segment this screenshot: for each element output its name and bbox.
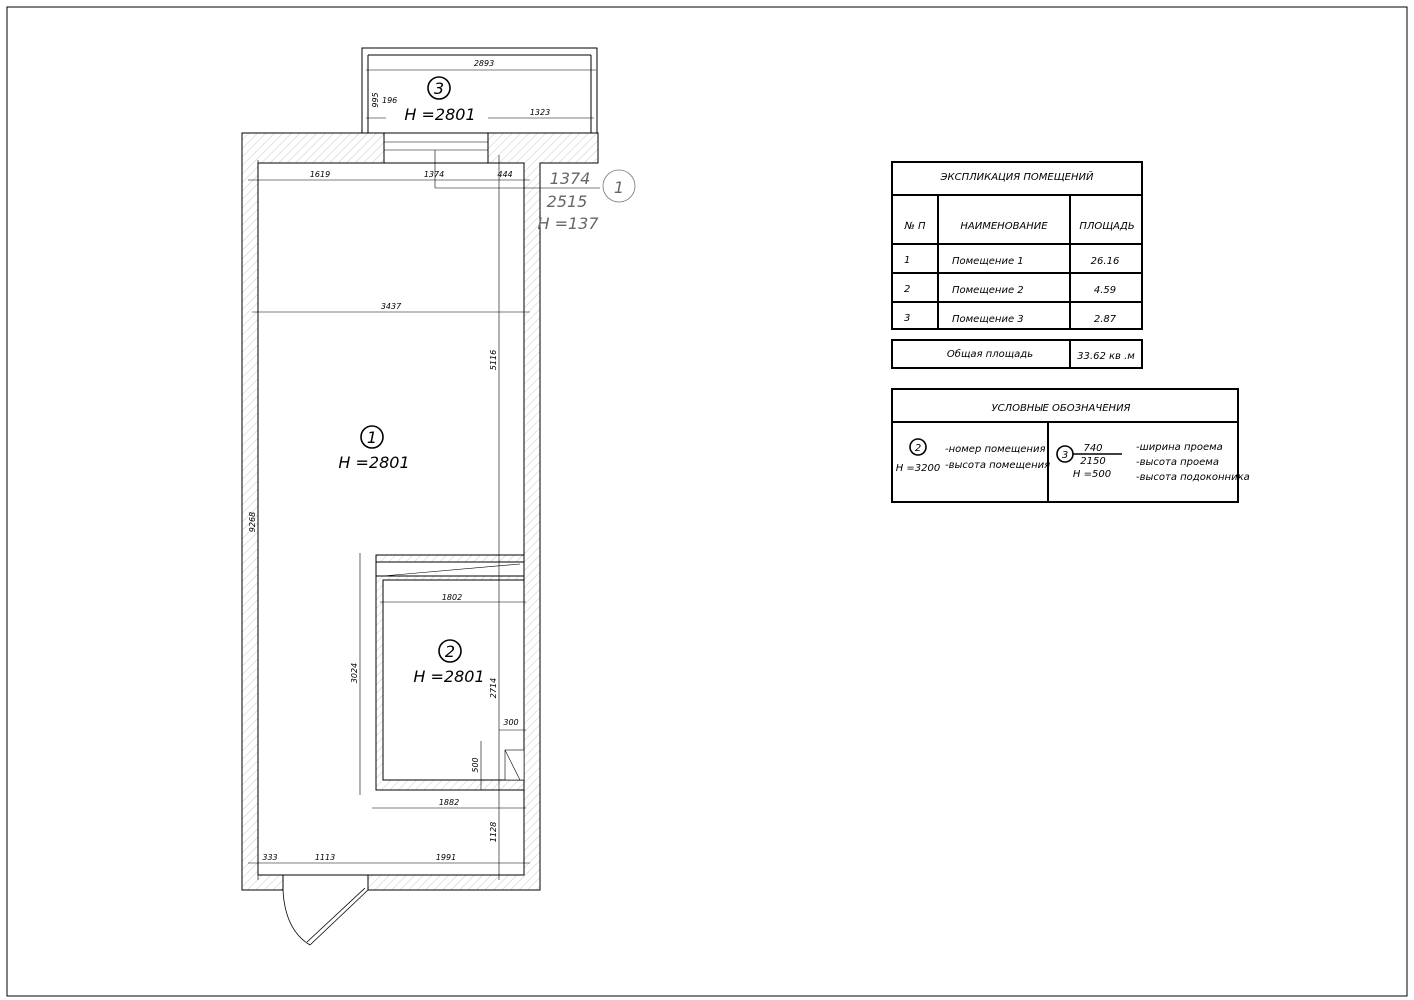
room-label-1: 1 H =2801 xyxy=(338,425,410,472)
svg-text:3: 3 xyxy=(434,79,444,98)
svg-text:2893: 2893 xyxy=(474,59,494,68)
room-label-2: 2 H =2801 xyxy=(413,639,485,686)
svg-text:Общая площадь: Общая площадь xyxy=(947,348,1033,360)
legend-text: УСЛОВНЫЕ ОБОЗНАЧЕНИЯ 2 H =3200 -номер по… xyxy=(896,403,1250,483)
svg-text:2150: 2150 xyxy=(1080,456,1105,467)
svg-text:300: 300 xyxy=(503,718,518,727)
svg-text:995: 995 xyxy=(371,92,380,107)
svg-text:1: 1 xyxy=(367,428,377,447)
svg-text:-высота подоконника: -высота подоконника xyxy=(1136,472,1250,483)
svg-text:H =2801: H =2801 xyxy=(413,667,484,686)
svg-text:2515: 2515 xyxy=(547,192,588,211)
svg-text:H =500: H =500 xyxy=(1073,469,1111,480)
svg-text:1374: 1374 xyxy=(424,170,444,179)
svg-text:26.16: 26.16 xyxy=(1091,256,1120,267)
explication-table xyxy=(891,161,1143,369)
svg-text:1128: 1128 xyxy=(489,822,498,842)
svg-text:500: 500 xyxy=(471,757,480,772)
opening-marker-1: 1 1374 2515 H =137 xyxy=(537,169,636,233)
svg-text:3: 3 xyxy=(1062,450,1068,461)
entrance-door xyxy=(282,887,369,946)
svg-text:9268: 9268 xyxy=(248,512,257,532)
svg-text:H =2801: H =2801 xyxy=(338,453,409,472)
svg-text:ЭКСПЛИКАЦИЯ ПОМЕЩЕНИЙ: ЭКСПЛИКАЦИЯ ПОМЕЩЕНИЙ xyxy=(940,170,1094,183)
svg-text:1323: 1323 xyxy=(530,108,550,117)
svg-text:4.59: 4.59 xyxy=(1094,285,1116,296)
svg-text:1374: 1374 xyxy=(550,169,591,188)
svg-text:2: 2 xyxy=(904,284,910,295)
sheet-border xyxy=(6,6,1408,997)
svg-text:196: 196 xyxy=(382,96,397,105)
svg-text:H =137: H =137 xyxy=(537,214,599,233)
svg-text:3024: 3024 xyxy=(350,663,359,683)
walls xyxy=(241,132,599,891)
room-label-3: 3 H =2801 xyxy=(404,76,476,124)
explication-text: ЭКСПЛИКАЦИЯ ПОМЕЩЕНИЙ № П НАИМЕНОВАНИЕ П… xyxy=(903,170,1135,362)
svg-text:НАИМЕНОВАНИЕ: НАИМЕНОВАНИЕ xyxy=(960,221,1048,232)
svg-text:1: 1 xyxy=(904,255,910,266)
svg-text:333: 333 xyxy=(262,853,277,862)
svg-text:Помещение 2: Помещение 2 xyxy=(952,285,1024,296)
svg-text:2: 2 xyxy=(915,443,921,454)
svg-text:H =2801: H =2801 xyxy=(404,105,475,124)
svg-text:-высота проема: -высота проема xyxy=(1136,457,1219,468)
svg-text:ПЛОЩАДЬ: ПЛОЩАДЬ xyxy=(1079,221,1134,232)
svg-text:1619: 1619 xyxy=(310,170,330,179)
svg-text:-ширина проема: -ширина проема xyxy=(1136,442,1223,453)
svg-text:2: 2 xyxy=(445,642,455,661)
svg-text:740: 740 xyxy=(1083,443,1102,454)
svg-text:5116: 5116 xyxy=(489,350,498,370)
svg-text:444: 444 xyxy=(497,170,512,179)
svg-text:3437: 3437 xyxy=(381,302,402,311)
svg-text:Помещение 3: Помещение 3 xyxy=(952,314,1024,325)
svg-text:H =3200: H =3200 xyxy=(896,463,941,474)
svg-text:1113: 1113 xyxy=(315,853,335,862)
svg-text:1991: 1991 xyxy=(436,853,456,862)
svg-text:Помещение 1: Помещение 1 xyxy=(952,256,1024,267)
svg-text:УСЛОВНЫЕ ОБОЗНАЧЕНИЯ: УСЛОВНЫЕ ОБОЗНАЧЕНИЯ xyxy=(991,403,1130,414)
svg-text:3: 3 xyxy=(904,313,910,324)
svg-text:-высота помещения: -высота помещения xyxy=(945,460,1050,471)
svg-text:1802: 1802 xyxy=(442,593,462,602)
svg-text:33.62 кв .м: 33.62 кв .м xyxy=(1077,351,1135,362)
dimensions: 2893 995 196 1323 1619 1374 444 3437 511… xyxy=(248,59,550,862)
svg-text:2714: 2714 xyxy=(489,678,498,698)
svg-text:1: 1 xyxy=(614,178,624,197)
svg-text:1882: 1882 xyxy=(439,798,459,807)
svg-text:-номер помещения: -номер помещения xyxy=(945,444,1045,455)
dimension-lines xyxy=(248,69,600,880)
legend-table xyxy=(891,388,1239,503)
svg-text:№ П: № П xyxy=(903,221,926,232)
balcony xyxy=(361,47,598,151)
svg-text:2.87: 2.87 xyxy=(1094,314,1117,325)
